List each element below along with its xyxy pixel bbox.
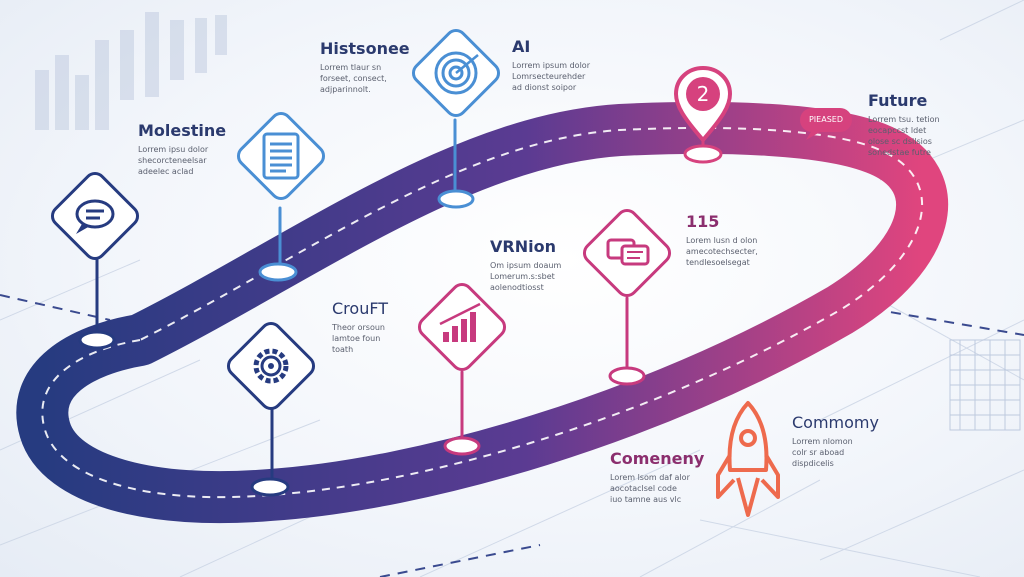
milestone-description: Lorem lusn d olon amecotechsecter, tendl…	[686, 236, 758, 267]
milestone-title: Commomy	[792, 413, 879, 432]
milestone-description: Lorrem tlaur sn forseet, consect, adjpar…	[320, 63, 387, 94]
speech-bubble-text: PIEASED	[808, 115, 843, 124]
milestone-title: 115	[686, 212, 720, 231]
milestone-description: Lorem lsom daf alor aocotaclsel code iuo…	[610, 473, 690, 504]
speech-bubbles-icon	[582, 208, 672, 298]
milestone-label-molestine: Molestine Lorrem ipsu dolor shecorctenee…	[138, 122, 226, 177]
milestone-label-115: 115 Lorem lusn d olon amecotechsecter, t…	[686, 213, 758, 268]
marker-histsonee	[437, 189, 475, 209]
milestone-title: VRNion	[490, 237, 556, 256]
milestone-description: Theor orsoun lamtoe foun toath	[332, 323, 385, 354]
milestone-label-histsonee: Histsonee Lorrem tlaur sn forseet, conse…	[320, 40, 410, 95]
milestone-label-future: Future Lorrem tsu. tetion eocapccst ldet…	[868, 92, 940, 158]
milestone-title: CrouFT	[332, 299, 389, 318]
milestone-stems	[95, 118, 705, 484]
background-building-lines	[949, 339, 1021, 431]
background-dashed-lines	[0, 294, 1024, 577]
pin-number: 2	[696, 82, 710, 106]
marker-crouft	[250, 477, 290, 497]
milestone-title: Future	[868, 91, 928, 110]
road-track	[16, 101, 949, 524]
marker-115	[608, 366, 646, 386]
milestone-label-commomy: Commomy Lorrem nlomon colr sr aboad disp…	[792, 414, 879, 469]
milestone-title: AI	[512, 37, 531, 56]
marker-future	[683, 144, 723, 164]
chat-icon	[50, 171, 140, 261]
milestone-label-ai: AI Lorrem ipsum dolor Lomrsecteurehder a…	[512, 38, 590, 93]
target-icon	[411, 28, 501, 118]
location-pin-icon	[673, 65, 733, 144]
milestone-description: Lorrem ipsum dolor Lomrsecteurehder ad d…	[512, 61, 590, 92]
milestone-title: Molestine	[138, 121, 227, 140]
marker-vrnion	[443, 436, 481, 456]
milestone-label-comeneny: Comeneny Lorem lsom daf alor aocotaclsel…	[610, 450, 704, 505]
marker-document	[258, 262, 298, 282]
milestone-description: Lorrem ipsu dolor shecorcteneelsar adeel…	[138, 145, 209, 176]
milestone-description: Lorrem nlomon colr sr aboad dispdicelis	[792, 437, 853, 468]
bar-chart-icon	[417, 282, 507, 372]
milestone-description: Om ipsum doaum Lomerum.s:sbet aolenodtio…	[490, 261, 562, 292]
rocket-icon	[716, 401, 780, 517]
background-bars-decoration	[35, 12, 227, 130]
milestone-description: Lorrem tsu. tetion eocapccst ldet olose …	[868, 115, 940, 157]
road-markers	[78, 144, 723, 497]
speech-bubble-tag	[800, 108, 852, 140]
document-icon	[236, 111, 326, 201]
milestone-label-vrnion: VRNion Om ipsum doaum Lomerum.s:sbet aol…	[490, 238, 561, 293]
milestone-label-crouft: CrouFT Theor orsoun lamtoe foun toath	[332, 300, 388, 355]
marker-molestine	[78, 330, 116, 350]
milestone-title: Comeneny	[610, 449, 705, 468]
gear-icon	[226, 321, 316, 411]
milestone-title: Histsonee	[320, 39, 410, 58]
